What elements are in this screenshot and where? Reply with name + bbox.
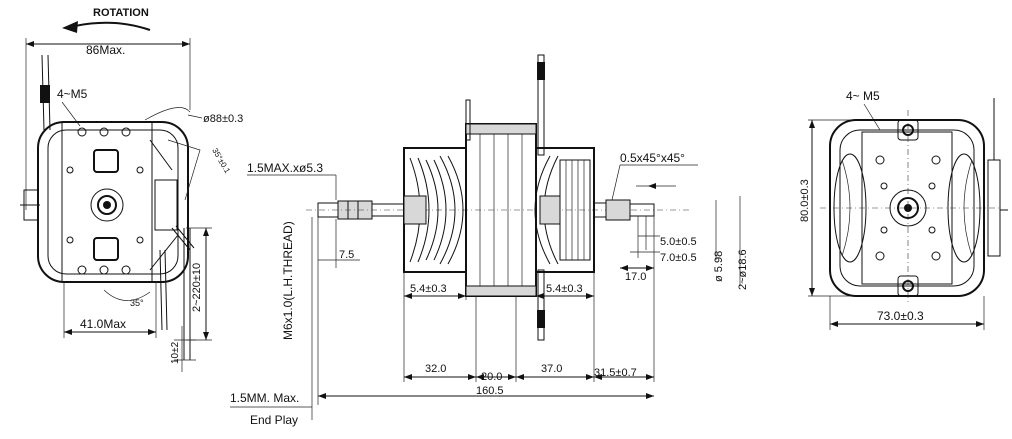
dim-7-0-label: 7.0±0.5 [660,252,697,264]
rotation-label: ROTATION [93,7,149,19]
dim-5-0-label: 5.0±0.5 [660,236,697,248]
circle-dia-label: ø88±0.3 [203,113,243,125]
height-80-label: 80.0±0.3 [799,179,811,222]
dim-160-5-label: 160.5 [476,385,504,397]
center-side-view: 1.5MAX.xø5.3 M6x1.0(L.H.THREAD) 7.5 [230,54,749,427]
mount-holes-right-label: 4~ M5 [846,89,880,103]
dim-31-5-label: 31.5±0.7 [594,367,637,379]
angle-note-label: 35°±0.1 [210,147,232,176]
mount-holes-left-label: 4~M5 [57,87,88,101]
dia-18-6-label: 2~ø18.6 [737,249,749,290]
dim-32-label: 32.0 [425,363,446,375]
end-play-label: End Play [250,413,298,427]
dim-7-5-label: 7.5 [339,249,354,261]
right-front-view: 4~ M5 80.0±0.3 [799,89,1008,330]
dim-5-4-right-label: 5.4±0.3 [546,283,583,295]
thread-label: M6x1.0(L.H.THREAD) [281,221,295,340]
dia-5-98-label: ø 5.98 [713,251,725,282]
lead-length-label: 2~220±10 [191,263,203,312]
lead-strip-label: 10±2 [170,341,181,364]
left-end-view: ROTATION 86Max. 4~M5 [20,7,243,372]
depth-max-label: 41.0Max [80,317,126,331]
width-max-label: 86Max. [86,43,125,57]
angle-35-label: 35° [130,298,144,308]
dim-20-label: 20.0 [481,371,502,383]
dim-17-label: 17.0 [625,271,646,283]
rotation-arrow-icon [62,21,151,33]
dim-37-label: 37.0 [541,363,562,375]
width-73-label: 73.0±0.3 [877,309,924,323]
shaft-chamfer-label: 1.5MAX.xø5.3 [247,161,323,175]
dim-5-4-left-label: 5.4±0.3 [410,283,447,295]
end-play-value-label: 1.5MM. Max. [230,391,299,405]
shaft-chamfer-right-label: 0.5x45°x45° [620,151,685,165]
